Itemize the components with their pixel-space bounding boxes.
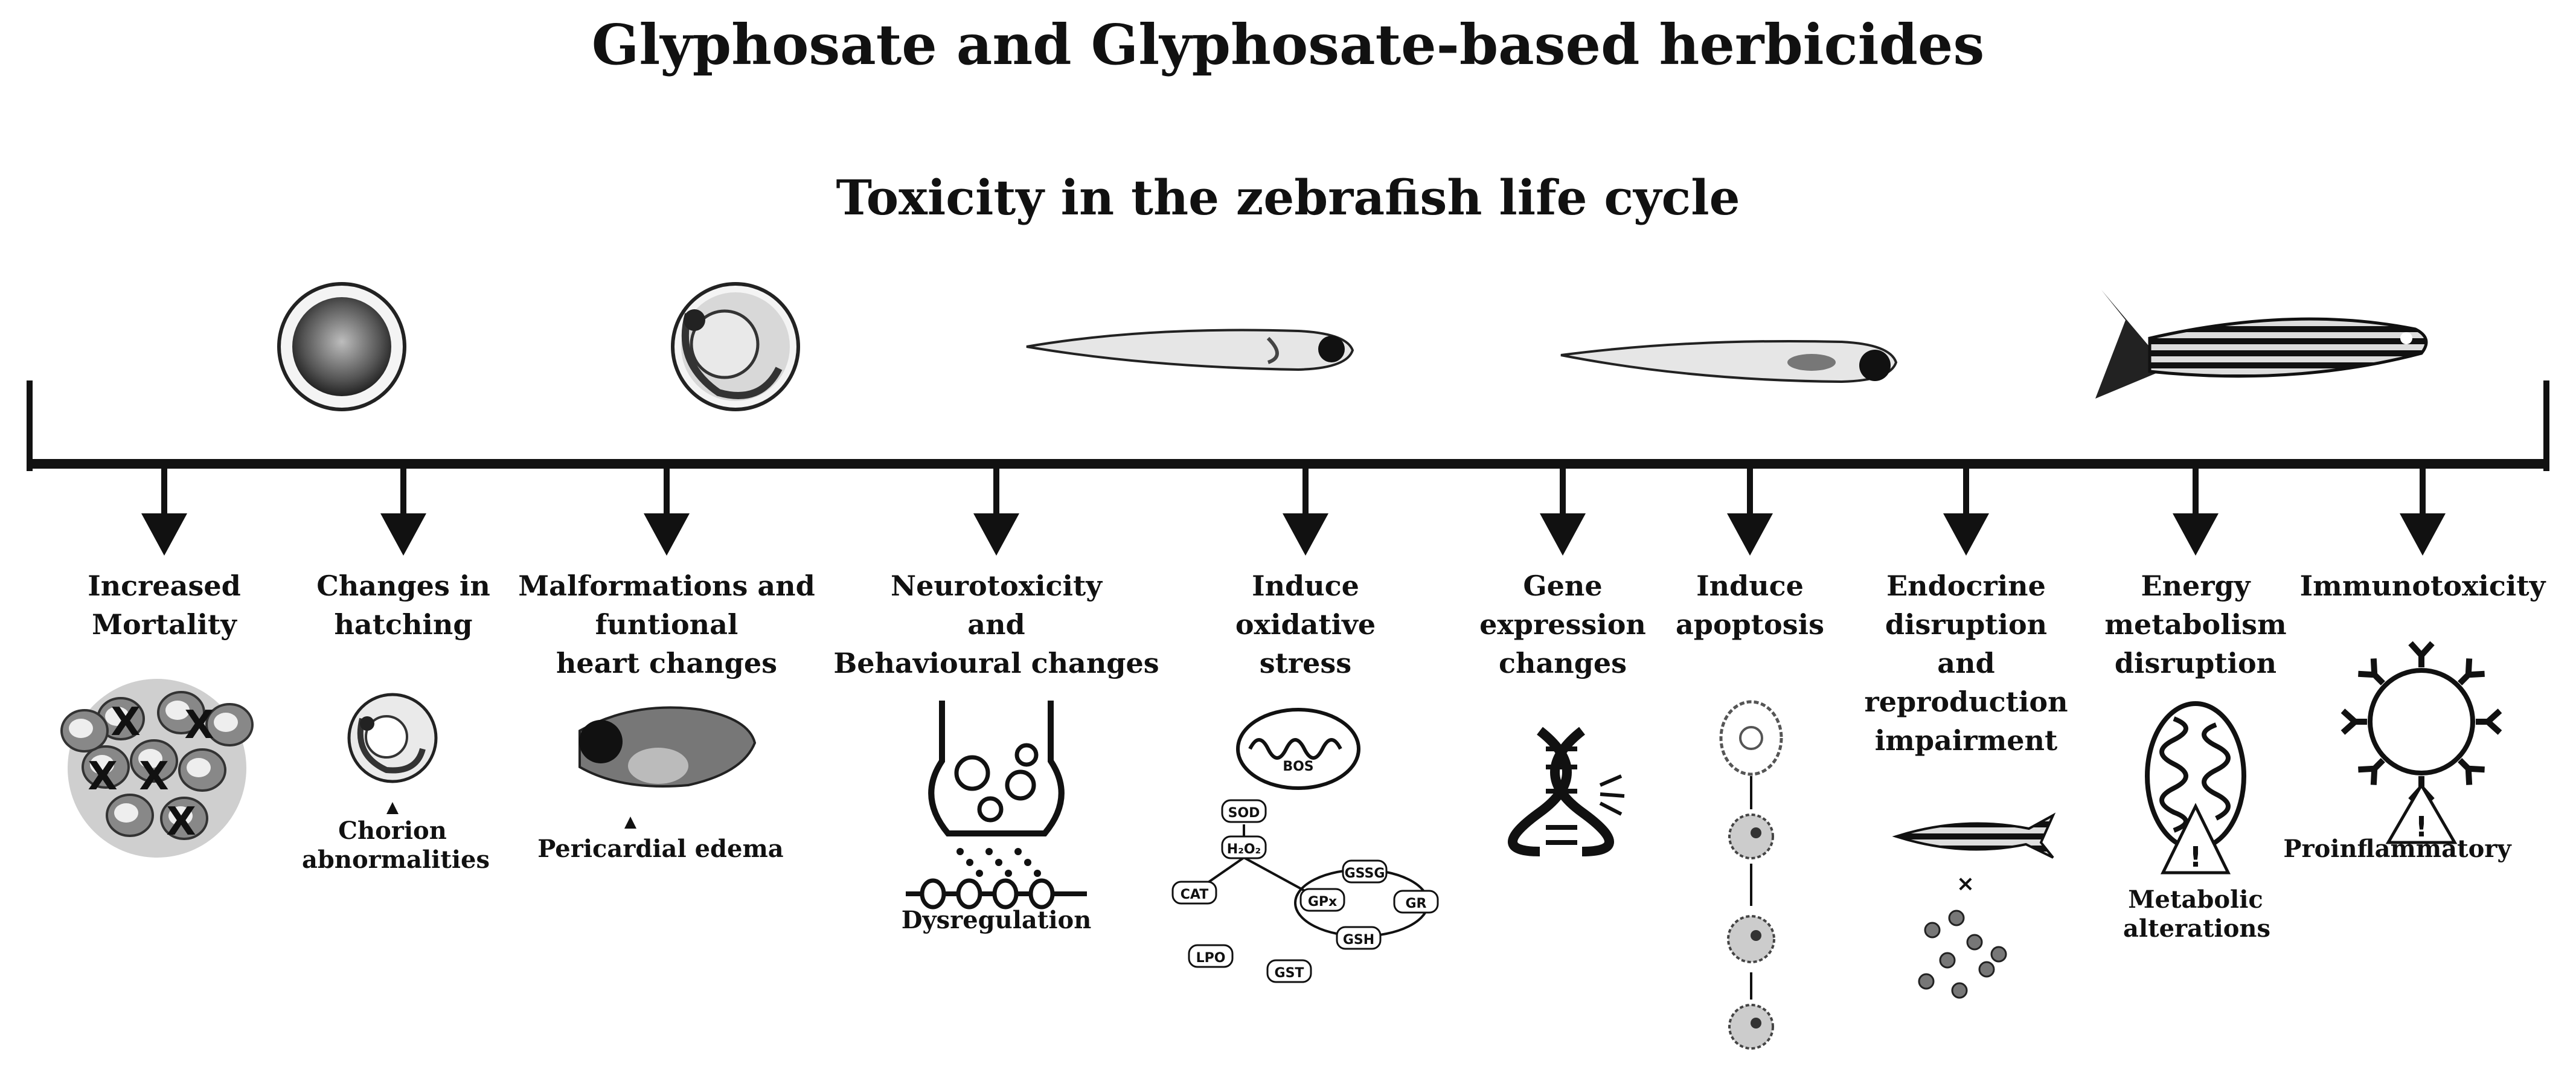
antibody-warning-icon: ! (2341, 641, 2502, 844)
egg-stage-icon (277, 282, 406, 411)
dna-helix-icon (1508, 727, 1625, 856)
larva-edema-icon (578, 706, 757, 829)
pathway-node-label: BOS (1283, 759, 1313, 774)
note-pericardial: Pericardial edema (537, 835, 784, 863)
down-arrow (1283, 469, 1328, 556)
antibody-y-icon (2341, 708, 2367, 735)
pathway-node-label: CAT (1181, 887, 1208, 902)
down-arrow (1727, 469, 1773, 556)
apoptosis-cell-icon (1719, 700, 1783, 1050)
fish-eggs-icon: × (1892, 812, 2056, 999)
warning-mark: ! (2190, 841, 2202, 873)
mortality-x-mark: X (111, 700, 140, 745)
warning-mark: ! (2415, 810, 2428, 843)
antibody-y-icon (2358, 658, 2385, 685)
pathway-node-label: GSSG (1345, 866, 1385, 881)
warning-icon (2160, 803, 2231, 875)
pathway-node-label: GPx (1308, 894, 1337, 910)
embryo-stage-icon (671, 282, 800, 411)
synapse-icon (906, 701, 1087, 910)
antibody-y-icon (2458, 658, 2485, 685)
down-arrow (973, 469, 1019, 556)
pathway-node-label: H₂O₂ (1227, 842, 1261, 857)
mortality-x-mark: X (139, 754, 168, 799)
note-chorion: Chorion abnormalities (302, 817, 490, 874)
antibody-y-icon (2358, 758, 2385, 785)
down-arrow (1540, 469, 1586, 556)
adult-stage-icon (2095, 290, 2428, 399)
down-arrow (644, 469, 690, 556)
figure-title: Glyphosate and Glyphosate-based herbicid… (591, 12, 1985, 77)
down-arrow (380, 469, 426, 556)
pointer-triangle (386, 802, 399, 814)
eggs-cross-mark: × (1956, 871, 1975, 896)
larva-stage-icon (1026, 329, 1354, 371)
note-proinflammatory: Proinflammatory (2283, 835, 2511, 863)
chorion-embryo-icon (347, 693, 438, 814)
down-arrow (2400, 469, 2446, 556)
antibody-y-icon (2476, 708, 2502, 735)
effect-label-immunotoxicity: Immunotoxicity (2299, 570, 2546, 602)
antibody-y-icon (2458, 758, 2485, 785)
down-arrow (141, 469, 187, 556)
oxidative-pathway-icon: BOS SOD H₂O₂ GSSG CAT GPx GR GSH LPO GST (1171, 708, 1439, 983)
warning-icon (2385, 782, 2458, 844)
mortality-x-mark: X (184, 703, 214, 748)
mitochondrion-warning-icon: ! (2145, 701, 2246, 875)
pathway-node-label: GST (1275, 966, 1304, 981)
note-dysregulation: Dysregulation (901, 906, 1092, 934)
note-metabolic: Metabolic alterations (2123, 885, 2270, 943)
mortality-x-mark: X (88, 754, 117, 799)
juvenile-stage-icon (1560, 339, 1898, 384)
pathway-node-label: LPO (1196, 951, 1226, 966)
down-arrow (1943, 469, 1989, 556)
antibody-y-icon (2408, 641, 2435, 667)
pointer-triangle (624, 817, 636, 829)
pathway-node-label: GR (1406, 896, 1427, 911)
timeline-bar (27, 380, 2549, 471)
down-arrow (2173, 469, 2219, 556)
figure-subtitle: Toxicity in the zebrafish life cycle (836, 169, 1740, 226)
mortality-x-mark: X (166, 800, 196, 844)
pathway-node-label: GSH (1343, 932, 1374, 948)
pathway-node-label: SOD (1228, 806, 1260, 821)
